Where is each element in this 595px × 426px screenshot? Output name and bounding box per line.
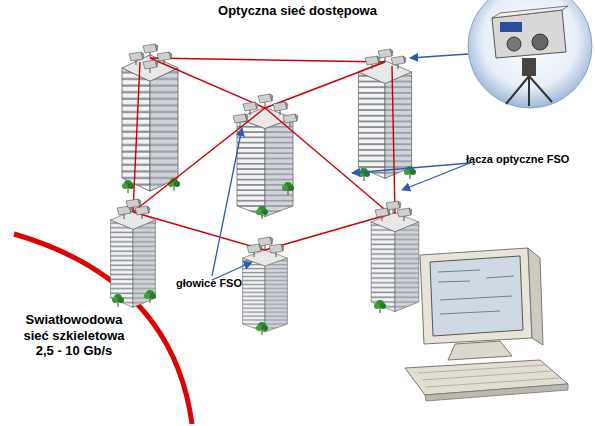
- fso-link: [265, 108, 390, 214]
- fso-link: [150, 58, 265, 108]
- monitor-side: [528, 248, 543, 345]
- tripod-leg: [529, 76, 552, 102]
- fso-link: [150, 58, 385, 62]
- fso-head: [386, 201, 401, 214]
- keyboard-edge: [425, 384, 568, 401]
- device-mount: [522, 58, 536, 76]
- device-hood: [492, 6, 568, 18]
- device-housing: [492, 10, 566, 58]
- fso-head: [391, 56, 406, 69]
- tree: [256, 322, 268, 335]
- tree: [122, 180, 134, 193]
- fso-head: [233, 114, 248, 127]
- tree: [374, 300, 386, 313]
- fso-head: [378, 49, 393, 62]
- inset-circle: [468, 0, 592, 108]
- tree: [256, 206, 268, 219]
- annotation-label: Swiatłowodowa sieć szkieletowa 2,5 - 10 …: [14, 312, 134, 359]
- tripod-leg: [506, 76, 529, 104]
- fso-link: [392, 66, 395, 214]
- device-logo: [500, 22, 522, 32]
- annotation-label: głowice FSO: [176, 277, 266, 290]
- leader-arrow: [352, 163, 470, 173]
- leader-arrow: [212, 128, 242, 276]
- tripod-leg: [528, 76, 530, 106]
- monitor-screen: [430, 256, 523, 336]
- fso-head: [273, 102, 288, 115]
- building: [371, 212, 419, 311]
- fso-head: [365, 56, 380, 69]
- monitor: [420, 248, 532, 344]
- fso-head: [126, 199, 141, 212]
- fso-head: [269, 244, 284, 257]
- leader-arrow: [402, 163, 470, 190]
- fso-link: [265, 214, 390, 250]
- fso-head: [258, 237, 273, 250]
- leader-arrow: [410, 54, 468, 58]
- tree: [282, 182, 294, 195]
- annotation-label: łącza optyczne FSO: [466, 153, 586, 166]
- fso-head: [283, 114, 298, 127]
- fso-head: [135, 206, 150, 219]
- keyboard-keys: [418, 365, 559, 387]
- screen-content: [438, 270, 514, 314]
- fso-link: [133, 212, 265, 250]
- fso-links: [133, 58, 395, 250]
- building: [122, 55, 178, 191]
- fibre-backbone: [14, 234, 192, 424]
- fso-device-photo: [492, 6, 568, 106]
- fso-head: [258, 94, 273, 107]
- fso-head: [397, 208, 412, 221]
- building: [243, 250, 288, 332]
- fso-head: [129, 52, 144, 65]
- computer: [405, 248, 568, 401]
- tree: [112, 294, 124, 307]
- fso-link: [265, 62, 385, 108]
- device-lens: [532, 34, 548, 50]
- building: [111, 211, 156, 308]
- fso-head: [143, 60, 158, 73]
- fso-link: [133, 62, 140, 212]
- building: [358, 61, 411, 179]
- fso-head: [143, 44, 158, 57]
- device-lens: [507, 37, 521, 51]
- monitor-stand: [448, 341, 512, 360]
- tree: [144, 290, 156, 303]
- diagram-title: Optyczna sieć dostępowa: [0, 3, 595, 19]
- tree: [358, 168, 370, 181]
- leader-arrows: [212, 54, 470, 280]
- fso-head: [243, 102, 258, 115]
- fso-link: [133, 108, 265, 212]
- fso-head: [157, 52, 172, 65]
